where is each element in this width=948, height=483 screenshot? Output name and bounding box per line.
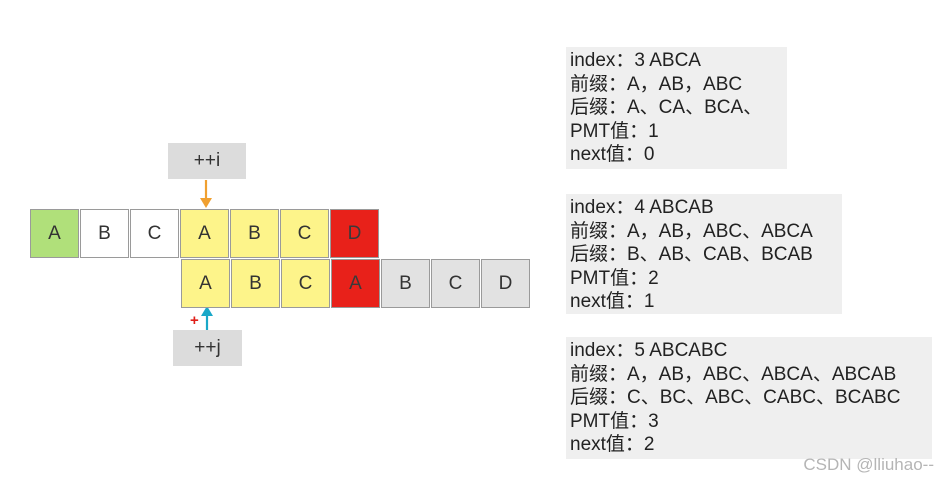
info-line: index：3 ABCA [570, 50, 701, 71]
pattern-cell: B [381, 259, 430, 308]
pattern-cell: C [281, 259, 330, 308]
j-arrow-icon [201, 306, 213, 330]
pattern-cell: B [231, 259, 280, 308]
info-box-index-4: index：4 ABCAB 前缀：A，AB，ABC、ABCA 后缀：B、AB、C… [566, 194, 842, 314]
main-cell: C [280, 209, 329, 258]
info-line: index：4 ABCAB [570, 197, 714, 218]
info-line: next值：0 [570, 144, 655, 165]
info-line: PMT值：1 [570, 120, 659, 142]
plus-sign: + [190, 312, 199, 329]
j-pointer-label: ++j [173, 330, 242, 366]
info-line: 前缀：A，AB，ABC、ABCA [570, 220, 813, 242]
main-cell-mismatch: D [330, 209, 379, 258]
info-line: 后缀：B、AB、CAB、BCAB [570, 244, 813, 265]
i-pointer-label: ++i [168, 143, 246, 179]
main-string-row: A B C A B C D [30, 209, 380, 258]
watermark: CSDN @lliuhao-- [803, 455, 934, 474]
info-line: 前缀：A，AB，ABC [570, 73, 743, 95]
pattern-cell: D [481, 259, 530, 308]
info-box-index-5: index：5 ABCABC 前缀：A，AB，ABC、ABCA、ABCAB 后缀… [566, 337, 932, 459]
info-line: 前缀：A，AB，ABC、ABCA、ABCAB [570, 363, 897, 385]
info-line: 后缀：A、CA、BCA、 [570, 97, 763, 118]
pattern-string-row: A B C A B C D [181, 259, 531, 308]
info-line: index：5 ABCABC [570, 340, 728, 361]
info-line: next值：2 [570, 434, 655, 455]
main-cell: B [230, 209, 279, 258]
i-arrow-icon [200, 180, 212, 208]
info-box-index-3: index：3 ABCA 前缀：A，AB，ABC 后缀：A、CA、BCA、 PM… [566, 47, 787, 169]
info-line: PMT值：3 [570, 410, 659, 432]
main-cell: A [180, 209, 229, 258]
main-cell: B [80, 209, 129, 258]
info-line: 后缀：C、BC、ABC、CABC、BCABC [570, 387, 901, 408]
main-cell: C [130, 209, 179, 258]
info-line: PMT值：2 [570, 267, 659, 289]
info-line: next值：1 [570, 291, 655, 312]
pattern-cell: A [181, 259, 230, 308]
pattern-cell-mismatch: A [331, 259, 380, 308]
main-cell: A [30, 209, 79, 258]
pattern-cell: C [431, 259, 480, 308]
